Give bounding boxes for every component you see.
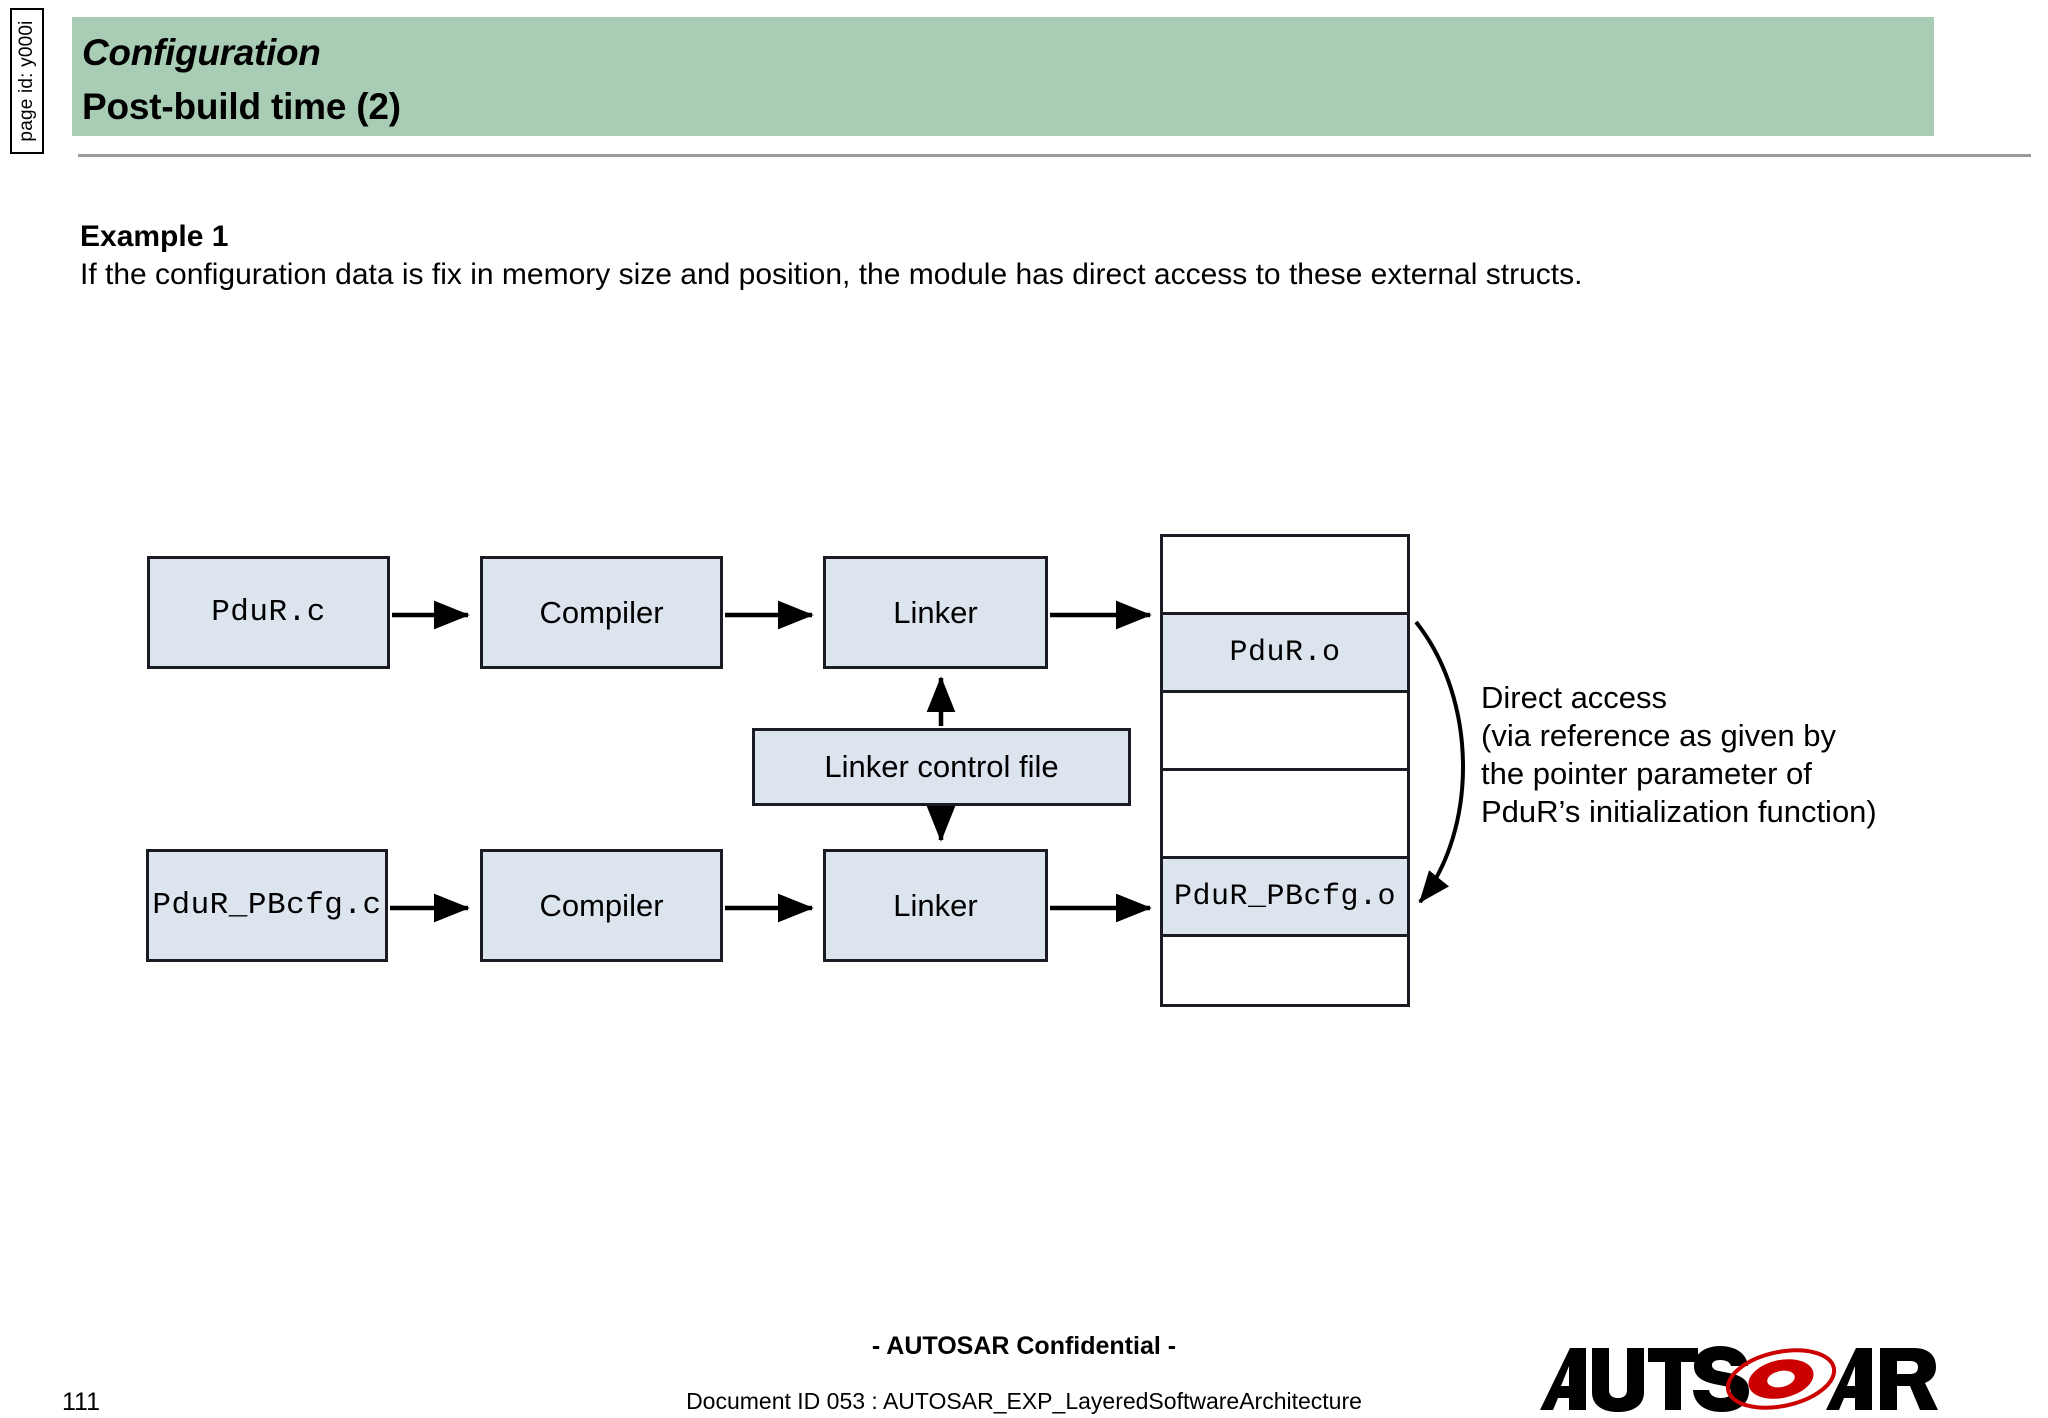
page-id-tab: page id: y000i — [10, 8, 44, 154]
node-label: Compiler — [539, 594, 664, 630]
confidentiality-notice: - AUTOSAR Confidential - — [871, 1332, 1177, 1360]
annotation-line-1: Direct access — [1481, 680, 1668, 715]
document-id: Document ID 053 : AUTOSAR_EXP_LayeredSof… — [686, 1388, 1362, 1414]
node-linker-control-file: Linker control file — [752, 728, 1131, 806]
page-number: 111 — [62, 1388, 101, 1416]
node-compiler-top: Compiler — [480, 556, 723, 669]
node-label: Compiler — [539, 887, 664, 923]
example-heading: Example 1 — [80, 220, 229, 253]
arrow-direct-access-curve — [1414, 620, 1465, 904]
header-divider — [78, 154, 2031, 157]
node-label: PduR.c — [211, 595, 326, 630]
memory-segment-pdur-pbcfg-o: PduR_PBcfg.o — [1163, 859, 1407, 937]
node-label: PduR_PBcfg.c — [152, 888, 382, 923]
node-label: Linker control file — [824, 749, 1059, 784]
node-pdur-c: PduR.c — [147, 556, 390, 669]
page-title-primary: Configuration — [82, 32, 321, 73]
direct-access-annotation: Direct access (via reference as given by… — [1481, 679, 1877, 831]
memory-segment-label: PduR.o — [1229, 635, 1341, 670]
memory-segment — [1163, 771, 1407, 859]
autosar-logo-ring — [1725, 1348, 1837, 1410]
header-band — [72, 17, 1934, 136]
node-label: Linker — [893, 887, 978, 923]
autosar-logo-wordmark — [1540, 1346, 1938, 1412]
memory-segment — [1163, 693, 1407, 771]
example-description: If the configuration data is fix in memo… — [80, 258, 1583, 291]
node-label: Linker — [893, 594, 978, 630]
memory-segment-label: PduR_PBcfg.o — [1173, 879, 1397, 914]
memory-segment — [1163, 537, 1407, 615]
annotation-line-2: (via reference as given by — [1481, 718, 1836, 753]
node-compiler-bottom: Compiler — [480, 849, 723, 962]
autosar-logo — [1540, 1346, 1938, 1412]
annotation-line-4: PduR’s initialization function) — [1481, 794, 1877, 829]
memory-layout-column: PduR.o PduR_PBcfg.o — [1160, 534, 1410, 1007]
node-pdur-pbcfg-c: PduR_PBcfg.c — [146, 849, 388, 962]
page-title-secondary: Post-build time (2) — [82, 86, 401, 127]
node-linker-top: Linker — [823, 556, 1048, 669]
memory-segment-pdur-o: PduR.o — [1163, 615, 1407, 693]
memory-segment — [1163, 937, 1407, 1004]
node-linker-bottom: Linker — [823, 849, 1048, 962]
annotation-line-3: the pointer parameter of — [1481, 756, 1812, 791]
page-id-label: page id: y000i — [16, 20, 37, 142]
